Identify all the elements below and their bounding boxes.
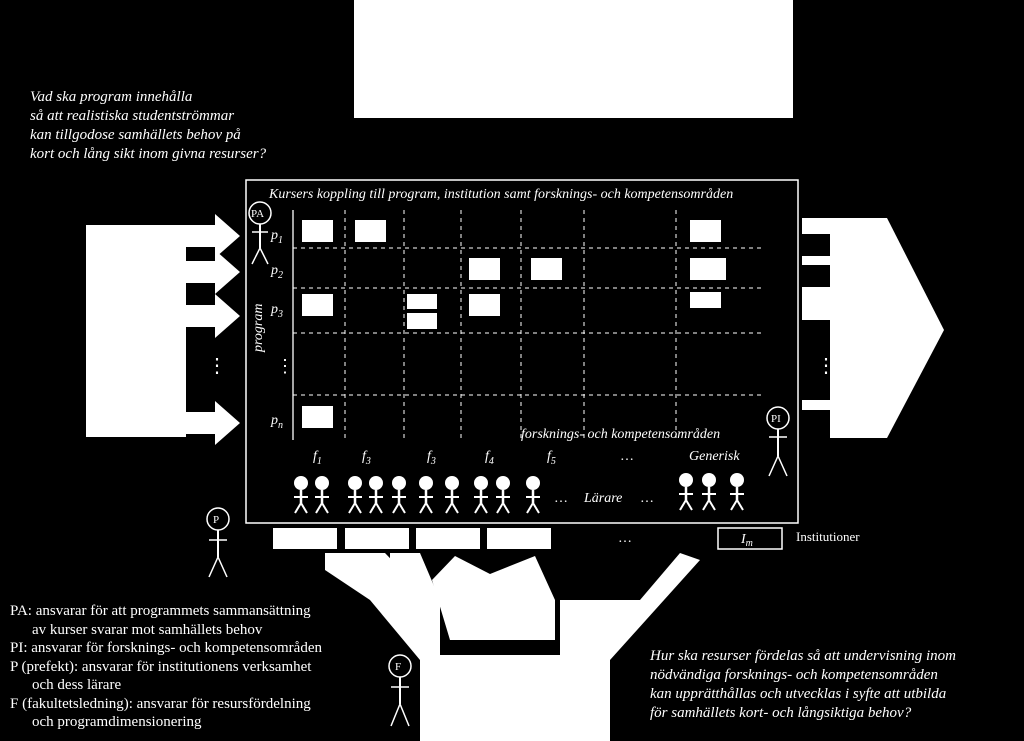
f-figure: F bbox=[388, 654, 412, 727]
course-cell bbox=[407, 313, 437, 329]
right-vdots: ⋮ bbox=[816, 355, 836, 377]
program-vdots: ⋮ bbox=[276, 356, 294, 376]
institution-box bbox=[273, 528, 337, 549]
bottom-question-line: nödvändiga forsknings- och kompetensområ… bbox=[650, 667, 938, 683]
left-input-block bbox=[86, 225, 186, 437]
institution-boxes bbox=[273, 527, 783, 550]
course-cell bbox=[355, 220, 386, 242]
legend-line: F (fakultetsledning): ansvarar för resur… bbox=[10, 695, 311, 712]
area-label: f4 bbox=[485, 449, 494, 467]
hand-dots: … bbox=[566, 598, 582, 615]
course-cell bbox=[302, 406, 333, 428]
bottom-question-line: för samhällets kort- och långsiktiga beh… bbox=[650, 705, 912, 721]
f-label: F bbox=[395, 661, 401, 673]
arrow-right-icon bbox=[186, 294, 240, 338]
top-question-line: kan tillgodose samhällets behov på bbox=[30, 127, 241, 143]
areas-axis-label: forsknings- och kompetensområden bbox=[521, 427, 720, 442]
legend-line: PA: ansvarar för att programmets sammans… bbox=[10, 603, 311, 619]
institutions-label: Institutioner bbox=[796, 529, 860, 544]
top-question-line: så att realistiska studentströmmar bbox=[30, 108, 235, 124]
roles-legend: PA: ansvarar för att programmets sammans… bbox=[10, 602, 390, 732]
arrow-right-icon bbox=[186, 214, 240, 258]
pa-label: PA bbox=[251, 208, 264, 220]
course-cell bbox=[531, 258, 562, 280]
p-label: P bbox=[213, 514, 219, 526]
left-arrows bbox=[186, 214, 240, 445]
course-cell bbox=[302, 294, 333, 316]
institutions-dots: … bbox=[618, 531, 632, 546]
legend-line: av kurser svarar mot samhällets behov bbox=[32, 621, 263, 638]
institution-box-last bbox=[717, 527, 783, 550]
teachers-dots-left: … bbox=[554, 491, 568, 506]
top-question: Vad ska program innehålla så att realist… bbox=[30, 88, 330, 164]
program-label-1: p1 bbox=[270, 228, 283, 246]
legend-line: PI: ansvarar för forsknings- och kompete… bbox=[10, 640, 322, 656]
p-figure: P bbox=[206, 507, 230, 578]
program-label-n: pn bbox=[270, 413, 283, 431]
course-cell bbox=[690, 220, 721, 242]
top-question-line: Vad ska program innehålla bbox=[30, 89, 193, 105]
bottom-question: Hur ska resurser fördelas så att undervi… bbox=[650, 647, 1020, 723]
legend-line: P (prefekt): ansvarar för institutionens… bbox=[10, 658, 312, 675]
area-label: Generisk bbox=[689, 449, 740, 464]
right-output-block bbox=[802, 218, 944, 438]
area-label: f3 bbox=[427, 449, 436, 467]
course-cell bbox=[302, 220, 333, 242]
area-label: f5 bbox=[547, 449, 556, 467]
top-question-line: kort och lång sikt inom givna resurser? bbox=[30, 146, 267, 162]
legend-line: och dess lärare bbox=[32, 677, 122, 693]
area-label: f1 bbox=[313, 449, 322, 467]
area-label: f3 bbox=[362, 449, 371, 467]
institution-box bbox=[487, 528, 551, 549]
course-cell bbox=[690, 292, 721, 308]
pi-figure: PI bbox=[766, 406, 790, 477]
institution-box bbox=[345, 528, 409, 549]
legend-line: och programdimensionering bbox=[32, 714, 202, 730]
bottom-question-line: Hur ska resurser fördelas så att undervi… bbox=[650, 648, 956, 664]
program-axis-label: program bbox=[251, 304, 266, 354]
pi-label: PI bbox=[771, 413, 781, 425]
course-cells bbox=[302, 220, 726, 428]
program-label-3: p3 bbox=[270, 302, 283, 320]
institution-last-label: Im bbox=[740, 532, 753, 549]
matrix-title: Kursers koppling till program, instituti… bbox=[268, 187, 733, 202]
course-cell bbox=[690, 258, 726, 280]
area-label: … bbox=[620, 449, 634, 464]
program-label-2: p2 bbox=[270, 263, 283, 281]
left-vdots: ⋮ bbox=[207, 355, 227, 377]
area-labels: f1 f3 f3 f4 f5 … Generisk bbox=[313, 449, 740, 467]
resource-hand-shape bbox=[325, 553, 700, 741]
bottom-question-line: kan upprätthållas och utvecklas i syfte … bbox=[650, 686, 947, 702]
course-cell bbox=[407, 294, 437, 309]
course-cell bbox=[469, 258, 500, 280]
course-cell bbox=[469, 294, 500, 316]
teachers-dots-right: … bbox=[640, 491, 654, 506]
teachers-label: Lärare bbox=[583, 491, 622, 506]
top-white-block bbox=[354, 0, 793, 118]
arrow-right-icon bbox=[186, 401, 240, 445]
pa-figure: PA bbox=[248, 201, 272, 265]
arrow-right-icon bbox=[186, 250, 240, 294]
matrix-grid bbox=[293, 210, 765, 440]
institution-box bbox=[416, 528, 480, 549]
